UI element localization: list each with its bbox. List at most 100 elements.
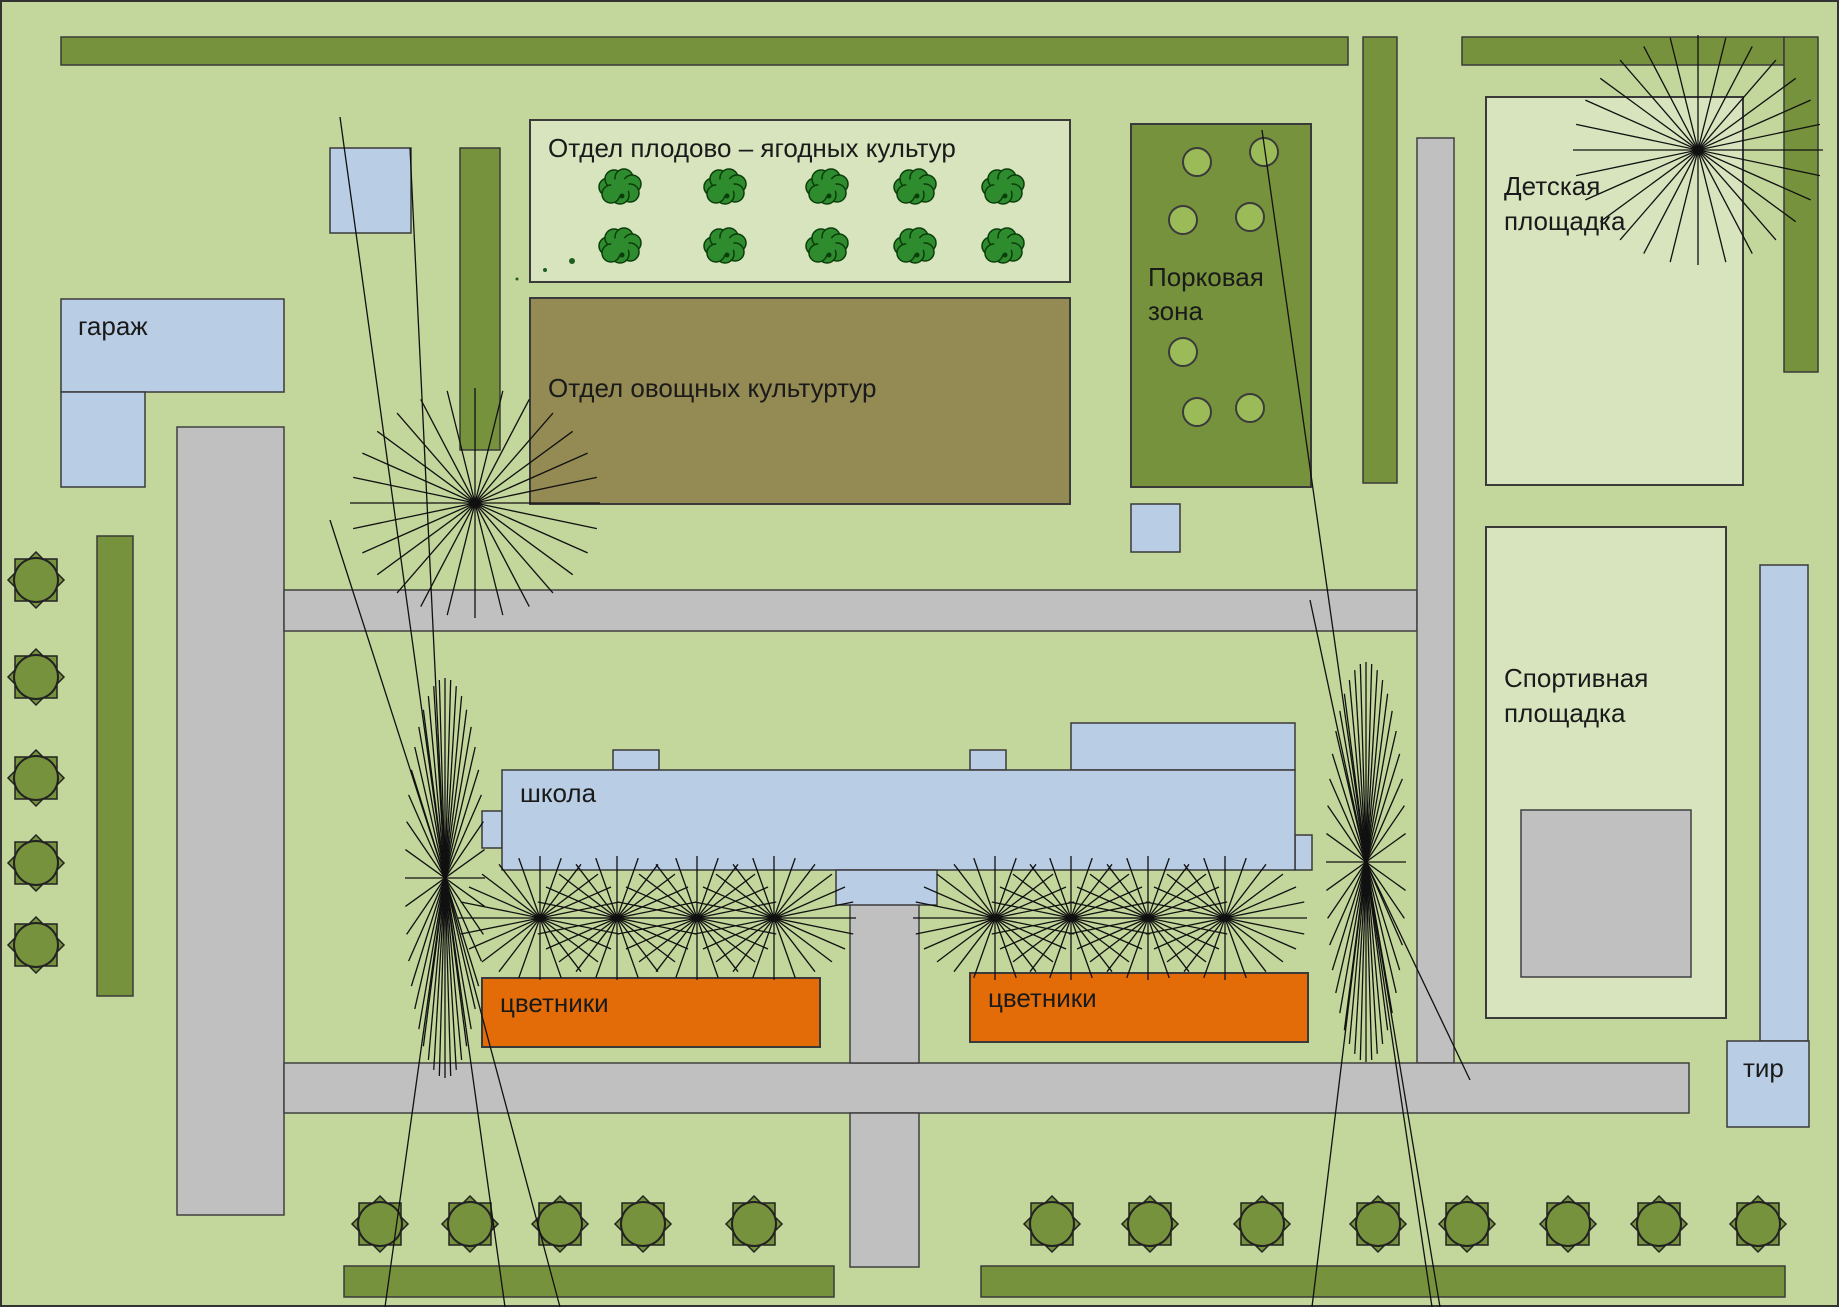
- park-zone-trees: [1168, 137, 1279, 427]
- road-school-entrance: [849, 899, 920, 1064]
- tree-crown: [1143, 856, 1307, 980]
- hedge-bottom-left: [343, 1265, 835, 1298]
- road-school-south: [849, 1112, 920, 1268]
- round-tree: [724, 1194, 784, 1254]
- berry-bush: [981, 227, 1025, 264]
- round-tree: [6, 647, 66, 707]
- shooting-range: [1726, 1040, 1810, 1128]
- park-tree: [1235, 202, 1265, 232]
- berry-bush: [703, 227, 747, 264]
- hedge-vertical-center: [1362, 36, 1398, 484]
- flowerbed-left: [481, 977, 821, 1048]
- garage-label: гараж: [78, 311, 148, 341]
- round-tree: [1022, 1194, 1082, 1254]
- perspective-line: [1365, 861, 1433, 1307]
- school-porch-1: [612, 749, 660, 771]
- hedge-top: [60, 36, 1349, 66]
- tree-crown: [1573, 35, 1823, 265]
- sports-field: [1520, 809, 1692, 978]
- school-porch-2: [969, 749, 1007, 771]
- perspective-line: [1261, 129, 1367, 863]
- road-lower-horizontal: [283, 1062, 1690, 1114]
- fruit-berry-label: Отдел плодово – ягодных культур: [548, 133, 956, 163]
- perspective-line: [444, 877, 561, 1307]
- perspective-line: [329, 519, 446, 879]
- round-tree: [6, 915, 66, 975]
- tree-crown: [350, 388, 600, 618]
- perspective-line: [1309, 599, 1367, 863]
- perspective-lines: [329, 116, 1471, 1307]
- tree-crown: [692, 856, 856, 980]
- round-tree: [1120, 1194, 1180, 1254]
- park-kiosk: [1130, 503, 1181, 553]
- perspective-line: [1365, 861, 1441, 1307]
- park-tree: [1182, 397, 1212, 427]
- kids-label-2: площадка: [1504, 206, 1626, 236]
- hedge-mid-left: [459, 147, 501, 451]
- berry-bushes: [598, 168, 1025, 264]
- roads: [176, 137, 1690, 1268]
- round-tree: [1437, 1194, 1497, 1254]
- berry-bush: [893, 168, 937, 205]
- berry-bush: [598, 168, 642, 205]
- park-zone-label-1: Порковая: [1148, 262, 1264, 292]
- perspective-line: [1311, 861, 1367, 1307]
- perspective-line: [384, 877, 446, 1307]
- round-tree: [6, 833, 66, 893]
- flowerbed-left-label: цветники: [500, 988, 609, 1018]
- round-tree: [1728, 1194, 1788, 1254]
- park-tree: [1182, 147, 1212, 177]
- round-tree: [350, 1194, 410, 1254]
- sports-label-1: Спортивная: [1504, 663, 1648, 693]
- school-entrance-block: [835, 869, 938, 906]
- round-tree: [1348, 1194, 1408, 1254]
- school-side-east: [1294, 834, 1313, 871]
- round-tree: [6, 748, 66, 808]
- hedges: [60, 36, 1819, 1298]
- shooting-lane: [1759, 564, 1809, 1042]
- vegetable-zone: [529, 297, 1071, 505]
- berry-bush: [981, 168, 1025, 205]
- round-tree: [1538, 1194, 1598, 1254]
- hedge-bottom-right: [980, 1265, 1786, 1298]
- park-tree: [1235, 393, 1265, 423]
- berry-bush: [805, 168, 849, 205]
- vegetable-label: Отдел овощных культуртур: [548, 373, 876, 403]
- road-right-vertical: [1416, 137, 1455, 1064]
- road-upper-horizontal: [283, 589, 1418, 632]
- berry-bush: [805, 227, 849, 264]
- perspective-line: [339, 116, 446, 879]
- round-tree: [530, 1194, 590, 1254]
- park-zone: [1130, 123, 1312, 488]
- school-annex: [1070, 722, 1296, 771]
- berry-bush: [703, 168, 747, 205]
- seed-dot: [543, 268, 547, 272]
- shooting-range-label: тир: [1743, 1053, 1784, 1083]
- seed-dots: [515, 258, 575, 281]
- berry-bush: [598, 227, 642, 264]
- school-building: [501, 769, 1296, 871]
- school-label: школа: [520, 778, 597, 808]
- garage: [60, 298, 285, 393]
- perspective-line: [444, 877, 506, 1307]
- road-left-vertical: [176, 426, 285, 1216]
- kids-label-1: Детская: [1504, 171, 1600, 201]
- round-tree: [1232, 1194, 1292, 1254]
- round-trees: [6, 550, 1788, 1254]
- round-tree: [6, 550, 66, 610]
- park-tree: [1249, 137, 1279, 167]
- round-tree: [440, 1194, 500, 1254]
- kids-playground: [1485, 96, 1744, 486]
- hedge-top-right: [1461, 36, 1785, 66]
- round-tree: [613, 1194, 673, 1254]
- seed-dot: [515, 277, 519, 281]
- school-side-west: [481, 810, 503, 849]
- park-tree: [1168, 337, 1198, 367]
- berry-bush: [893, 227, 937, 264]
- round-tree: [1629, 1194, 1689, 1254]
- flowerbed-right-label: цветники: [988, 983, 1097, 1013]
- buildings: [60, 147, 1810, 1128]
- perspective-line: [409, 147, 446, 879]
- small-building: [329, 147, 412, 234]
